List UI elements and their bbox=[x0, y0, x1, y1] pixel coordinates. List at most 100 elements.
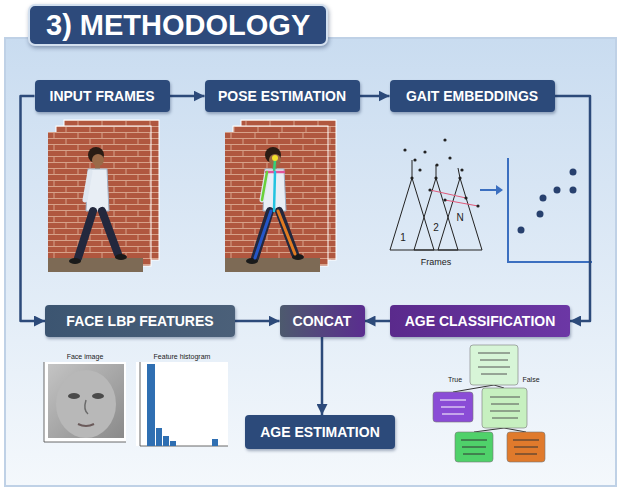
gait-graph bbox=[403, 148, 406, 151]
face-image-plot bbox=[68, 393, 80, 399]
decision-tree bbox=[474, 428, 504, 432]
decision-tree bbox=[513, 440, 539, 441]
gait-graph bbox=[443, 138, 446, 141]
process-box: POSE ESTIMATION bbox=[205, 80, 360, 112]
box-label: GAIT EMBEDDINGS bbox=[406, 88, 538, 104]
gait-graph bbox=[476, 204, 479, 207]
decision-tree bbox=[481, 374, 507, 375]
scatter-plot bbox=[518, 227, 525, 234]
pose-frames-picture bbox=[278, 211, 295, 254]
figure-label-text: Face image bbox=[67, 353, 104, 360]
face-image-plot bbox=[44, 362, 126, 442]
box-label: POSE ESTIMATION bbox=[218, 88, 346, 104]
decision-tree bbox=[504, 428, 526, 432]
pose-frames-picture bbox=[225, 132, 320, 272]
pose-frames-picture bbox=[274, 172, 275, 211]
decision-tree bbox=[440, 400, 466, 401]
panel-ground bbox=[5, 38, 616, 486]
decision-tree bbox=[461, 440, 539, 454]
figure-label: Feature histogram bbox=[154, 353, 211, 360]
gait-graph bbox=[438, 178, 482, 250]
figure-label-text: Frames bbox=[421, 257, 452, 267]
figure-label: Frames bbox=[421, 258, 452, 267]
scatter-plot bbox=[570, 187, 577, 194]
face-image-plot bbox=[44, 362, 126, 442]
decision-tree bbox=[478, 353, 520, 418]
box-label: AGE CLASSIFICATION bbox=[405, 313, 556, 329]
gait-graph bbox=[435, 163, 438, 166]
process-box: AGE CLASSIFICATION bbox=[390, 305, 570, 337]
figure-label: 2 bbox=[433, 223, 439, 233]
feature-histogram bbox=[212, 439, 218, 446]
flow-arrow bbox=[170, 95, 205, 98]
decision-tree bbox=[478, 367, 510, 368]
flow-arrow bbox=[555, 96, 591, 321]
gait-graph bbox=[443, 198, 446, 201]
embedding-arrow bbox=[496, 185, 503, 195]
decision-tree bbox=[463, 454, 485, 455]
decision-tree bbox=[441, 407, 465, 408]
face-image-plot bbox=[48, 364, 124, 438]
title-text: 3) METHODOLOGY bbox=[46, 9, 310, 42]
decision-tree bbox=[507, 432, 545, 462]
flow-arrow bbox=[360, 95, 390, 98]
decision-tree bbox=[440, 400, 466, 414]
decision-tree bbox=[482, 388, 527, 428]
gait-graph bbox=[458, 176, 461, 179]
box-label: INPUT FRAMES bbox=[50, 88, 155, 104]
embedding-arrow bbox=[480, 185, 503, 195]
box-label: FACE LBP FEATURES bbox=[66, 313, 213, 329]
input-frames-picture bbox=[48, 120, 159, 272]
figure-label-text: N bbox=[456, 212, 463, 223]
face-image-plot bbox=[92, 393, 104, 399]
box-label: AGE ESTIMATION bbox=[260, 424, 380, 440]
feature-histogram bbox=[147, 364, 155, 446]
face-image-plot bbox=[44, 362, 126, 442]
decision-tree bbox=[462, 447, 486, 448]
embedding-arrow bbox=[480, 189, 496, 191]
flow-arrow bbox=[365, 320, 391, 323]
gait-graph bbox=[418, 168, 421, 171]
feature-histogram bbox=[156, 428, 162, 446]
feature-histogram bbox=[163, 436, 169, 446]
gait-graph bbox=[412, 160, 413, 178]
figure-label-text: 1 bbox=[400, 232, 406, 243]
gait-graph bbox=[423, 150, 426, 153]
scatter-plot bbox=[518, 169, 577, 234]
gait-graph bbox=[434, 176, 437, 179]
feature-histogram bbox=[136, 362, 228, 446]
gait-graph bbox=[430, 190, 466, 198]
gait-graph bbox=[445, 200, 478, 206]
figure-label-text: 2 bbox=[433, 222, 439, 233]
face-image-plot bbox=[78, 424, 94, 426]
gait-graph bbox=[460, 168, 463, 171]
gait-graph bbox=[436, 165, 437, 178]
decision-tree bbox=[442, 414, 464, 415]
input-frames-picture bbox=[48, 132, 143, 272]
process-box: FACE LBP FEATURES bbox=[45, 305, 235, 337]
scatter-plot bbox=[540, 195, 547, 202]
gait-graph bbox=[428, 188, 431, 191]
flow-arrow bbox=[235, 320, 280, 323]
feature-histogram bbox=[136, 362, 228, 446]
decision-tree bbox=[515, 454, 537, 455]
figure-label: True bbox=[448, 376, 462, 383]
gait-graph bbox=[403, 138, 479, 207]
gait-graph bbox=[413, 158, 416, 161]
decision-tree bbox=[490, 397, 520, 398]
gait-graph bbox=[464, 196, 467, 199]
scatter-plot bbox=[570, 169, 577, 176]
decision-tree bbox=[490, 411, 520, 412]
figure-label: False bbox=[522, 376, 539, 383]
flow-arrow bbox=[21, 96, 46, 321]
face-image-plot bbox=[56, 370, 116, 438]
scatter-plot bbox=[537, 211, 544, 218]
decision-tree bbox=[494, 385, 504, 388]
pose-frames-picture bbox=[274, 160, 275, 172]
figure-label: 1 bbox=[400, 233, 406, 243]
gait-graph bbox=[390, 178, 434, 250]
decision-tree bbox=[478, 353, 510, 354]
scatter-plot bbox=[508, 158, 592, 262]
pose-frames-picture bbox=[255, 211, 271, 258]
